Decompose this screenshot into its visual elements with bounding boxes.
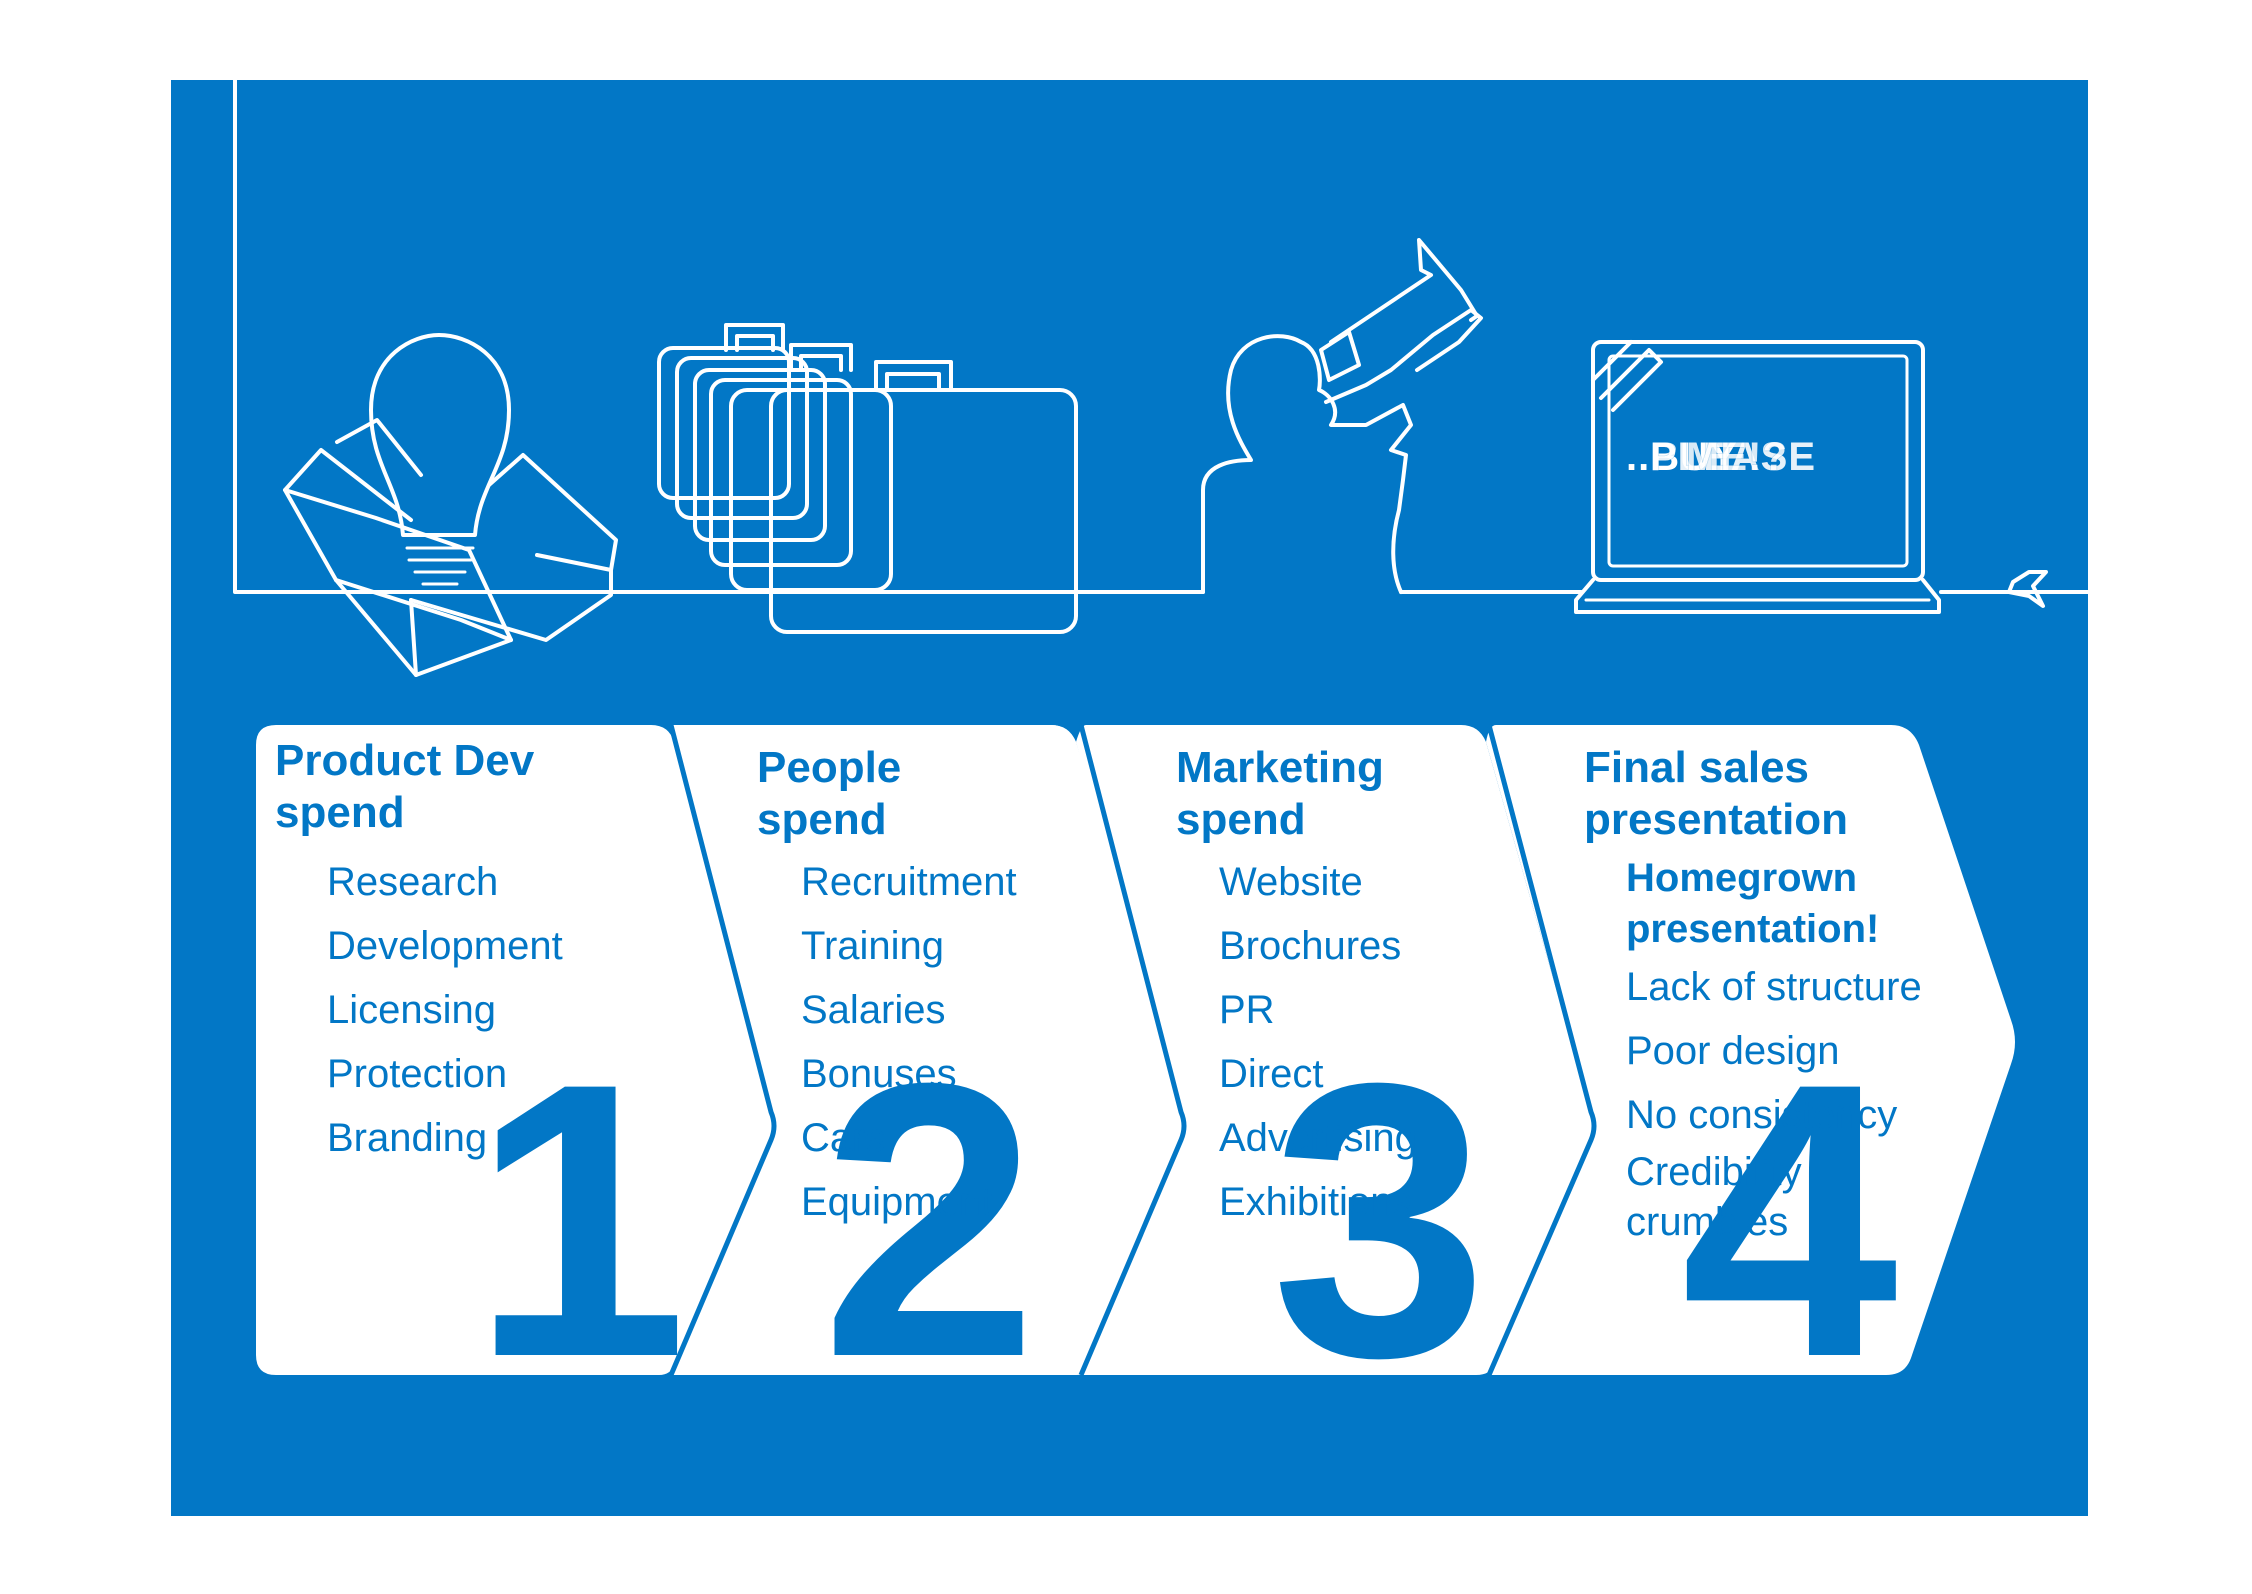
list-item: Exhibitions — [1219, 1180, 1413, 1224]
diagram-artwork — [233, 80, 2088, 1376]
person-with-megaphone-icon — [1201, 238, 1483, 594]
laptop-icon — [1574, 340, 1941, 614]
list-item: Direct — [1219, 1052, 1324, 1096]
list-item: Equipment — [801, 1180, 993, 1224]
list-item: Bonuses — [801, 1052, 957, 1096]
step-title-2: People spend — [757, 743, 902, 844]
laptop-text-buy: ..BUY — [1626, 435, 1738, 479]
step-number-2: 2 — [821, 1002, 1038, 1438]
diagram-panel: ..BUY PLEASE ME!? 1 Product Dev spend Re… — [171, 80, 2088, 1516]
list-item: Credibility crumbles — [1626, 1150, 1802, 1244]
step-title-3: Marketing spend — [1176, 743, 1384, 844]
laptop-text-please: PLEASE — [1650, 435, 1817, 479]
step-card-3 — [1076, 725, 1594, 1375]
step-title-1: Product Dev spend — [275, 736, 535, 837]
step-card-4 — [1486, 725, 2015, 1375]
step-title-4: Final sales presentation — [1584, 743, 1849, 844]
list-item: Licensing — [327, 988, 497, 1032]
list-item: Advertising — [1219, 1116, 1417, 1160]
frame-line — [233, 80, 1205, 594]
steps-layer: 1 Product Dev spend Research Development… — [171, 80, 2088, 1516]
list-item: Research — [327, 860, 499, 904]
step-number-1: 1 — [471, 1002, 688, 1438]
step-list-2: Recruitment Training Salaries Bonuses Ca… — [801, 850, 1017, 1234]
step-number-3: 3 — [1271, 1002, 1488, 1438]
suitcases-icon — [657, 323, 1078, 634]
list-item: Recruitment — [801, 860, 1017, 904]
list-item: Brochures — [1219, 924, 1402, 968]
list-item: Training — [801, 924, 945, 968]
list-item: Salaries — [801, 988, 946, 1032]
laptop-text-me: ME!? — [1686, 435, 1788, 479]
list-item: Cars — [801, 1116, 886, 1160]
list-item-emphasis: presentation! — [1626, 907, 1880, 951]
list-item: Poor design — [1626, 1029, 1840, 1073]
list-item: Website — [1219, 860, 1363, 904]
list-item-emphasis: Homegrown — [1626, 856, 1858, 900]
list-item: PR — [1219, 988, 1275, 1032]
list-item: Development — [327, 924, 563, 968]
step-number-4: 4 — [1681, 1002, 1898, 1438]
list-item: Branding — [327, 1116, 488, 1160]
list-item: Protection — [327, 1052, 508, 1096]
step-list-1: Research Development Licensing Protectio… — [327, 850, 563, 1170]
list-item: No consistency — [1626, 1093, 1898, 1137]
corner-mark-icon — [2007, 570, 2048, 608]
step-list-3: Website Brochures PR Direct Advertising … — [1219, 850, 1417, 1234]
step-card-1 — [256, 725, 774, 1375]
step-list-4: Homegrown presentation! Lack of structur… — [1626, 853, 1956, 1247]
lightbulb-in-box-icon — [283, 333, 618, 677]
list-item: Lack of structure — [1626, 965, 1922, 1009]
